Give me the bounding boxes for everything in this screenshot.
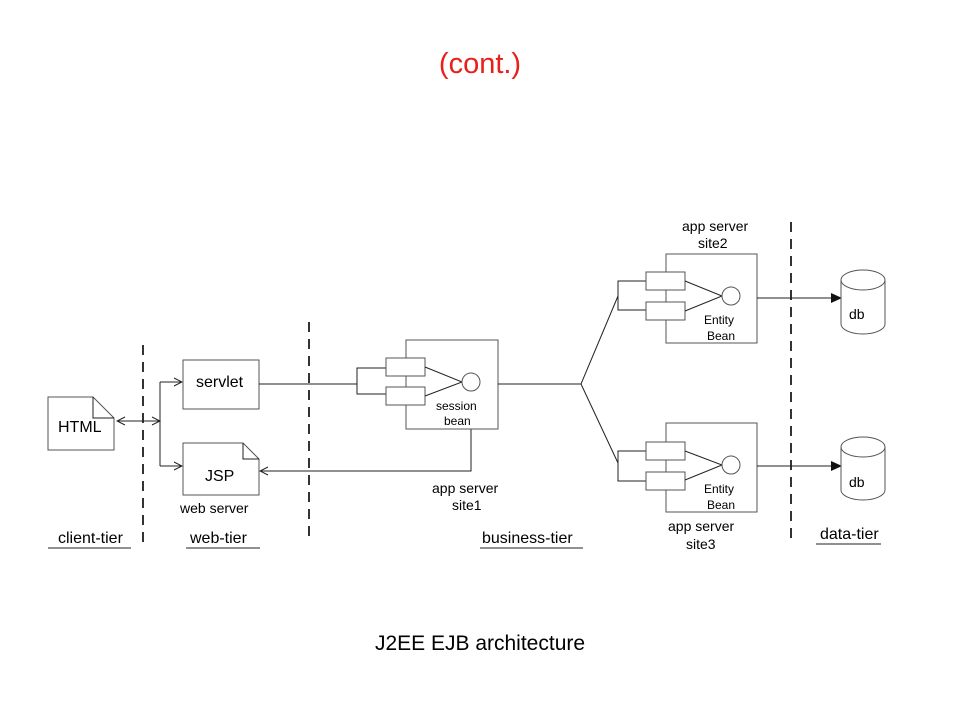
entity-bean-site2-line2: Bean xyxy=(707,329,735,343)
branch-to-site3-line xyxy=(580,383,619,464)
jsp-document: JSP xyxy=(182,442,260,496)
database-1: db xyxy=(840,269,886,335)
tier-label-client: client-tier xyxy=(58,530,124,547)
site3-label-line1: app server xyxy=(668,518,734,534)
html-document: HTML xyxy=(47,396,115,451)
session-bean-component: session bean xyxy=(356,339,499,430)
db2-label: db xyxy=(849,474,865,490)
tier-label-web: web-tier xyxy=(189,530,248,547)
session-bean-label-line1: session xyxy=(436,399,477,413)
session-bean-label-line2: bean xyxy=(444,414,471,428)
entity-bean-site3-line1: Entity xyxy=(704,482,734,496)
entity-bean-site3-line2: Bean xyxy=(707,498,735,512)
entity-bean-site2-line1: Entity xyxy=(704,313,734,327)
database-2: db xyxy=(840,436,886,501)
site2-label-line1: app server xyxy=(682,218,748,234)
entity-bean-site2: Entity Bean xyxy=(617,253,758,344)
site1-label-line1: app server xyxy=(432,480,498,496)
site3-label-line2: site3 xyxy=(686,536,716,552)
jsp-label: JSP xyxy=(205,468,234,485)
html-label: HTML xyxy=(58,419,102,436)
site1-label-line2: site1 xyxy=(452,497,482,513)
web-server-label: web server xyxy=(179,500,249,516)
slide-caption: J2EE EJB architecture xyxy=(374,632,586,655)
tier-label-data: data-tier xyxy=(820,526,879,543)
db1-label: db xyxy=(849,306,865,322)
branch-to-site2-line xyxy=(580,295,619,385)
entity-bean-site3: Entity Bean xyxy=(617,422,758,513)
tier-label-business: business-tier xyxy=(482,530,573,547)
servlet-label: servlet xyxy=(196,374,244,391)
site2-label-line2: site2 xyxy=(698,235,728,251)
servlet-box xyxy=(182,359,260,410)
slide-title: (cont.) xyxy=(438,48,522,80)
